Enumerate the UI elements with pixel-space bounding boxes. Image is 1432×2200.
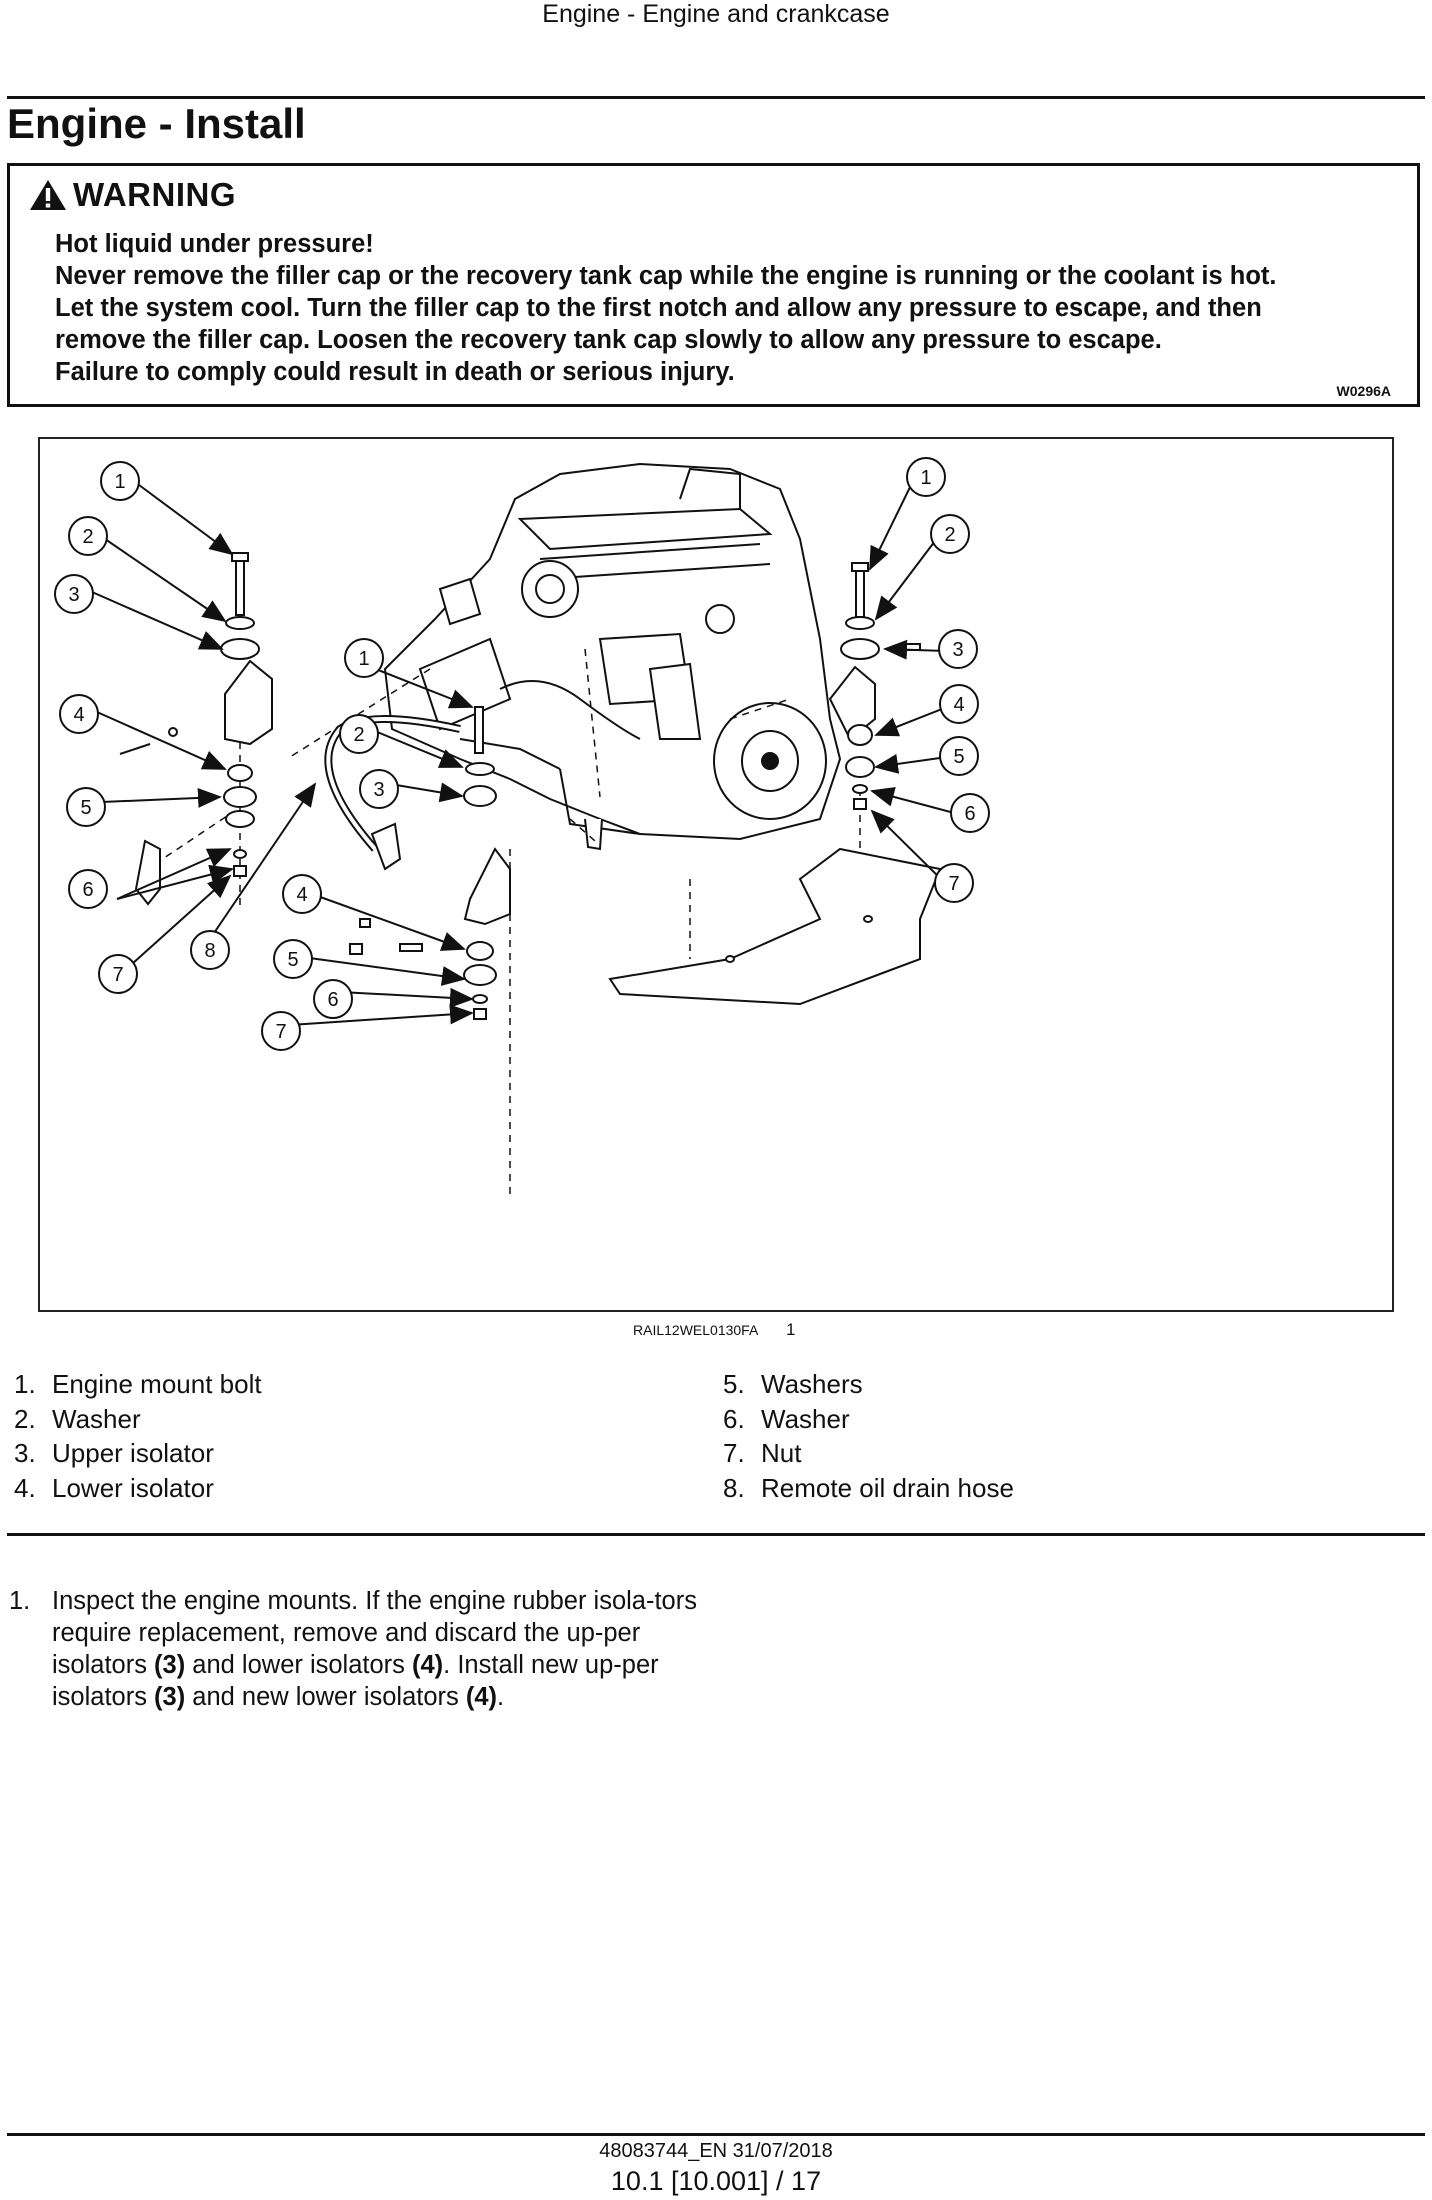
warning-line: Never remove the filler cap or the recov… <box>55 262 1277 290</box>
header-rule <box>7 96 1425 99</box>
figure-number: 1 <box>786 1320 796 1339</box>
engine-mount-figure: 1 2 3 4 5 6 7 8 1 2 3 4 5 6 7 1 2 3 4 5 … <box>38 437 1394 1312</box>
warning-line: Hot liquid under pressure! <box>55 230 374 258</box>
right-mount-assembly <box>828 562 921 810</box>
step-text: Inspect the engine mounts. If the engine… <box>52 1587 697 1711</box>
footer-doc-code: 48083744_EN 31/07/2018 <box>599 2140 833 2162</box>
callout-2: 2 <box>353 724 364 746</box>
engine-mount-diagram: 1 2 3 4 5 6 7 8 1 2 3 4 5 6 7 1 2 3 4 5 … <box>54 457 990 1199</box>
warning-text: Hot liquid under pressure! Never remove … <box>55 228 1405 388</box>
callout-5: 5 <box>953 746 964 768</box>
procedure-step: 1. Inspect the engine mounts. If the eng… <box>9 1585 729 1713</box>
callout-7: 7 <box>112 964 123 986</box>
callout-3: 3 <box>952 639 963 661</box>
legend-item: 6.Washer <box>723 1403 850 1434</box>
floor-plate <box>608 847 942 1006</box>
legend-item: 1.Engine mount bolt <box>14 1369 262 1399</box>
callout-3: 3 <box>373 779 384 801</box>
callout-1: 1 <box>114 471 125 493</box>
legend-item: 4.Lower isolator <box>14 1472 214 1503</box>
legend-item: 7.Nut <box>723 1438 802 1468</box>
engine-illustration <box>383 462 842 851</box>
warning-label: WARNING <box>73 176 236 213</box>
figure-code: RAIL12WEL0130FA <box>633 1322 759 1338</box>
callout-3: 3 <box>68 584 79 606</box>
callout-6: 6 <box>327 989 338 1011</box>
warning-heading: WARNING <box>29 176 236 214</box>
page-title: Engine - Install <box>7 100 306 147</box>
callout-4: 4 <box>73 704 84 726</box>
callout-6: 6 <box>964 803 975 825</box>
section-rule <box>7 1533 1425 1536</box>
warning-line: Let the system cool. Turn the filler cap… <box>55 294 1262 322</box>
callout-8: 8 <box>204 940 215 962</box>
legend-item: 5.Washers <box>723 1369 863 1399</box>
warning-line: Failure to comply could result in death … <box>55 358 735 386</box>
running-header: Engine - Engine and crankcase <box>542 0 890 28</box>
callout-5: 5 <box>287 949 298 971</box>
legend-item: 3.Upper isolator <box>14 1438 214 1468</box>
footer-rule <box>7 2133 1425 2136</box>
legend-item: 2.Washer <box>14 1403 141 1434</box>
warning-box: WARNING Hot liquid under pressure! Never… <box>7 163 1420 407</box>
warning-code: W0296A <box>1336 383 1391 399</box>
legend-item: 8.Remote oil drain hose <box>723 1472 1014 1503</box>
footer-page-number: 10.1 [10.001] / 17 <box>610 2166 822 2196</box>
callout-7: 7 <box>275 1021 286 1043</box>
warning-triangle-icon <box>30 180 66 210</box>
callout-2: 2 <box>82 526 93 548</box>
callout-4: 4 <box>953 694 964 716</box>
legend-left: 1.Engine mount bolt 2.Washer 3.Upper iso… <box>14 1367 262 1505</box>
callout-5: 5 <box>80 797 91 819</box>
callout-2: 2 <box>944 524 955 546</box>
legend-right: 5.Washers 6.Washer 7.Nut 8.Remote oil dr… <box>723 1367 1014 1505</box>
step-number: 1. <box>9 1587 31 1615</box>
callout-1: 1 <box>358 648 369 670</box>
callout-6: 6 <box>82 879 93 901</box>
warning-line: remove the filler cap. Loosen the recove… <box>55 326 1162 354</box>
callout-7: 7 <box>948 873 959 895</box>
left-mount-assembly <box>119 552 273 906</box>
callout-1: 1 <box>920 467 931 489</box>
callout-4: 4 <box>296 884 307 906</box>
